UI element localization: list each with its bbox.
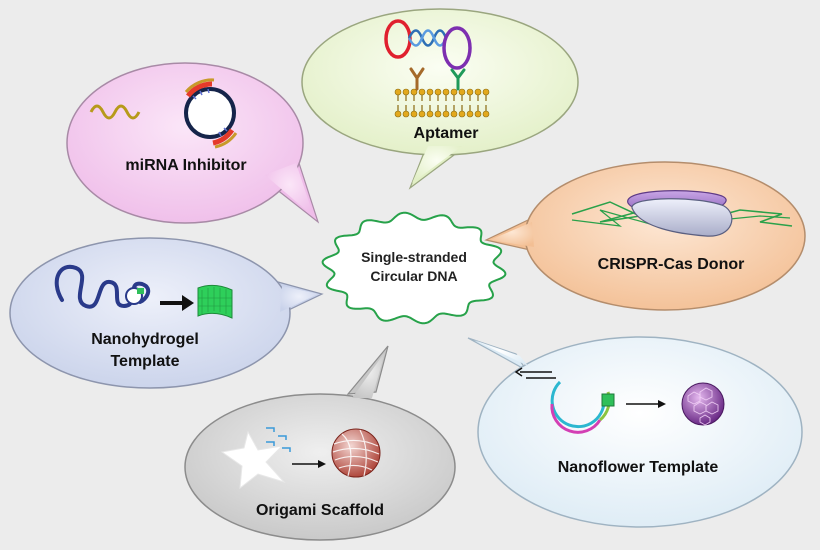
nanoflower-icon	[514, 367, 725, 434]
center-label-line1: Single-stranded	[361, 249, 467, 265]
nanohydrogel-label-line2: Template	[110, 353, 179, 370]
center-label-line2: Circular DNA	[370, 268, 457, 284]
aptamer-bubble: Aptamer	[301, 8, 579, 190]
cas-protein-icon	[571, 190, 793, 237]
hydrogel-icon	[54, 264, 233, 319]
origami-ball-icon	[220, 427, 381, 490]
mirna-label: miRNA Inhibitor	[125, 157, 246, 174]
crispr-bubble: CRISPR-Cas Donor	[484, 161, 806, 311]
aptamer-membrane-icon	[384, 19, 490, 118]
center-node: Single-stranded Circular DNA	[321, 211, 507, 325]
aptamer-label: Aptamer	[414, 125, 479, 142]
mirna-sponge-icon	[89, 78, 238, 149]
nanoflower-label: Nanoflower Template	[558, 459, 719, 476]
nanoflower-bubble: Nanoflower Template	[467, 336, 803, 528]
mirna-bubble: miRNA Inhibitor	[66, 62, 320, 224]
crispr-label: CRISPR-Cas Donor	[598, 256, 745, 273]
origami-label: Origami Scaffold	[256, 502, 384, 519]
center-wavy-outline	[321, 211, 507, 325]
origami-bubble: Origami Scaffold	[184, 345, 456, 541]
nanohydrogel-label-line1: Nanohydrogel	[91, 331, 199, 348]
nanohydrogel-bubble: Nanohydrogel Template	[9, 237, 324, 389]
